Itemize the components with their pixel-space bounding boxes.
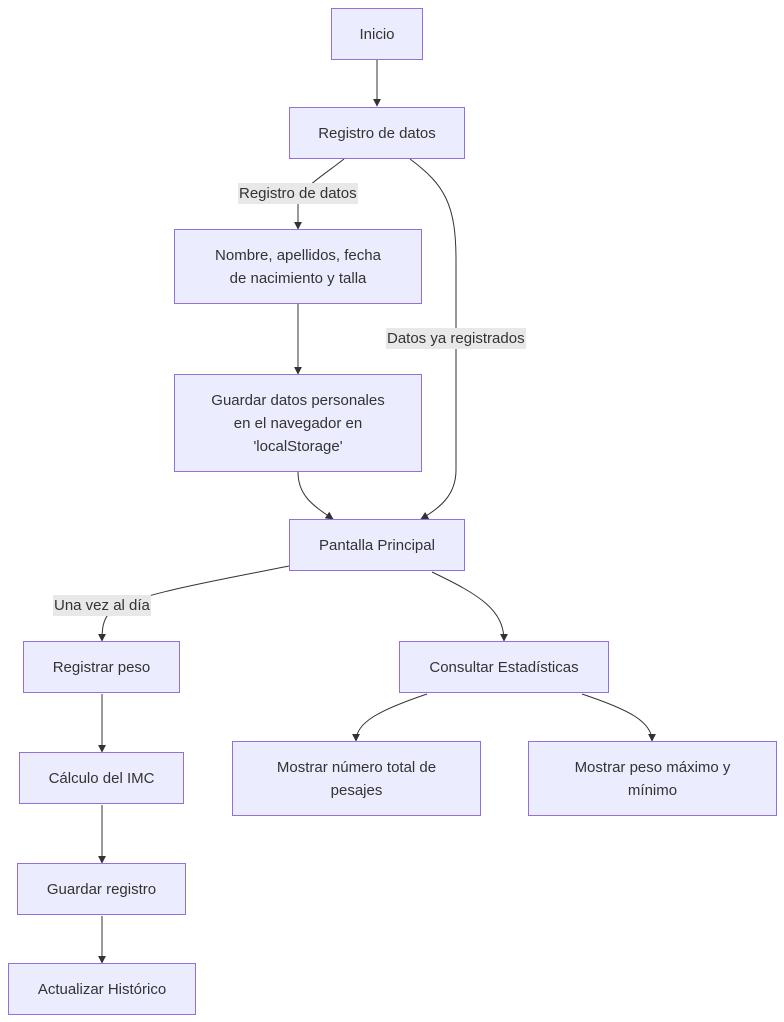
node-inicio-label: Inicio: [359, 25, 395, 43]
edge-label-registro-datos: Registro de datos: [238, 183, 358, 204]
node-guardar-datos-label: Guardar datos personales en el navegador…: [211, 391, 385, 455]
node-mostrar-total: Mostrar número total de pesajes: [232, 741, 481, 816]
node-nombre: Nombre, apellidos, fecha de nacimiento y…: [174, 229, 422, 304]
node-calculo-imc-label: Cálculo del IMC: [48, 769, 155, 787]
node-mostrar-total-label: Mostrar número total de pesajes: [276, 758, 437, 799]
node-actualizar-historico-label: Actualizar Histórico: [37, 980, 167, 998]
edge-registro-pantalla: [409, 158, 457, 520]
node-inicio: Inicio: [331, 8, 423, 60]
node-pantalla-principal: Pantalla Principal: [289, 519, 465, 571]
node-registrar-peso: Registrar peso: [23, 641, 180, 693]
edge-label-una-vez-al-dia: Una vez al día: [53, 595, 151, 616]
node-guardar-datos: Guardar datos personales en el navegador…: [174, 374, 422, 472]
node-actualizar-historico: Actualizar Histórico: [8, 963, 196, 1015]
node-mostrar-peso-label: Mostrar peso máximo y mínimo: [574, 758, 731, 799]
node-mostrar-peso: Mostrar peso máximo y mínimo: [528, 741, 777, 816]
node-nombre-label: Nombre, apellidos, fecha de nacimiento y…: [215, 246, 381, 287]
node-consultar-estadisticas: Consultar Estadísticas: [399, 641, 609, 693]
node-registro-datos: Registro de datos: [289, 107, 465, 159]
edge-consultar-total: [352, 693, 428, 742]
node-guardar-registro: Guardar registro: [17, 863, 186, 915]
node-calculo-imc: Cálculo del IMC: [19, 752, 184, 804]
node-registro-datos-label: Registro de datos: [318, 124, 436, 142]
edge-guardar-pantalla: [297, 471, 334, 520]
node-guardar-registro-label: Guardar registro: [46, 880, 157, 898]
edge-pantalla-consultar: [431, 571, 508, 642]
node-consultar-estadisticas-label: Consultar Estadísticas: [429, 658, 579, 676]
edge-label-datos-ya-registrados: Datos ya registrados: [386, 328, 526, 349]
node-pantalla-principal-label: Pantalla Principal: [319, 536, 435, 554]
edge-consultar-peso: [581, 693, 656, 742]
node-registrar-peso-label: Registrar peso: [52, 658, 151, 676]
